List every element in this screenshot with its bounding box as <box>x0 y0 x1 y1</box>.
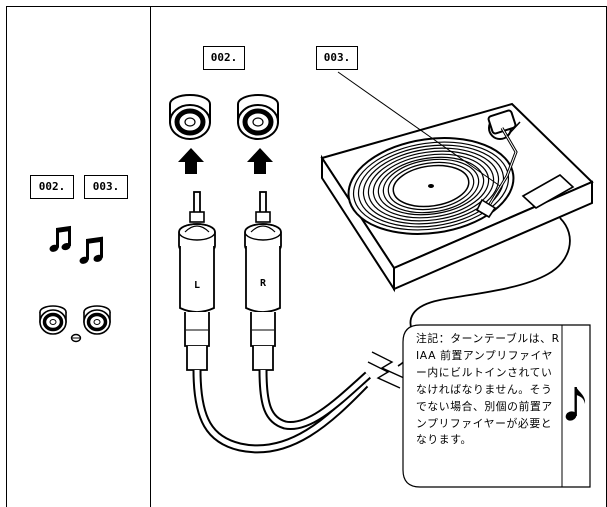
left-border <box>6 6 7 507</box>
up-arrow-right-icon <box>247 148 273 174</box>
turntable-icon <box>320 71 594 332</box>
small-rca-jacks-icon <box>38 304 112 343</box>
note-callout <box>402 324 591 488</box>
eighth-note-icon <box>565 387 586 421</box>
top-border <box>6 6 607 7</box>
column-divider <box>150 6 151 507</box>
part-tag-003-left: 003. <box>84 175 128 199</box>
music-notes-icon <box>49 225 103 264</box>
part-tag-003-main: 003. <box>316 46 358 70</box>
plug-label-left: L <box>194 280 200 291</box>
up-arrow-left-icon <box>178 148 204 174</box>
rca-jack-left-icon <box>170 95 210 139</box>
part-tag-002-left: 002. <box>30 175 74 199</box>
rca-jack-right-icon <box>238 95 278 139</box>
rca-plug-left <box>178 191 216 371</box>
riaa-note-text: 注記：ターンテーブルは、RIAA 前置アンプリファイヤー内にビルトインされていな… <box>416 332 560 447</box>
plug-label-right: R <box>260 278 267 289</box>
part-tag-002-main: 002. <box>203 46 245 70</box>
audio-cable <box>192 345 414 454</box>
